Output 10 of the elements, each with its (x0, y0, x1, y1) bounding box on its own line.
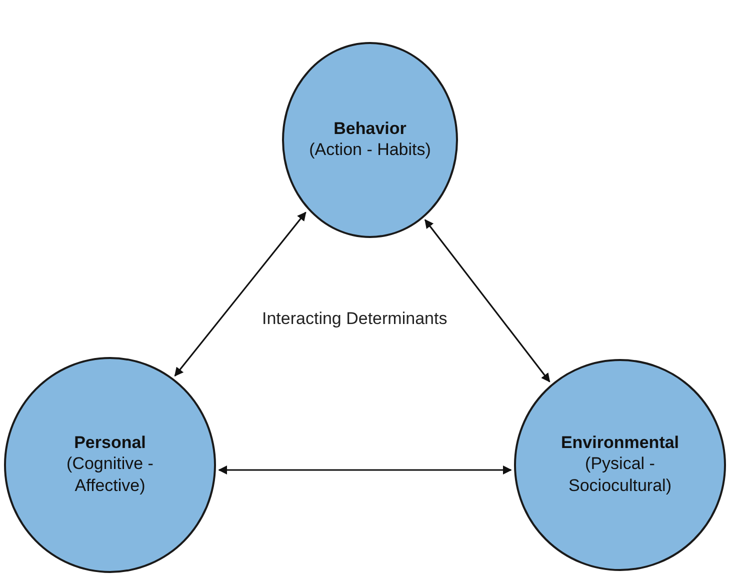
center-label: Interacting Determinants (262, 309, 448, 329)
node-title: Personal (74, 432, 146, 453)
double-arrow (174, 212, 306, 377)
node-title: Behavior (334, 118, 406, 139)
node-subtitle: (Action - Habits) (309, 138, 431, 161)
double-arrow (218, 466, 512, 474)
double-arrow (424, 219, 550, 382)
node-title: Environmental (560, 432, 680, 453)
node-subtitle: (Pysical - Sociocultural) (568, 452, 672, 497)
node-subtitle: (Cognitive - Affective) (66, 452, 154, 497)
